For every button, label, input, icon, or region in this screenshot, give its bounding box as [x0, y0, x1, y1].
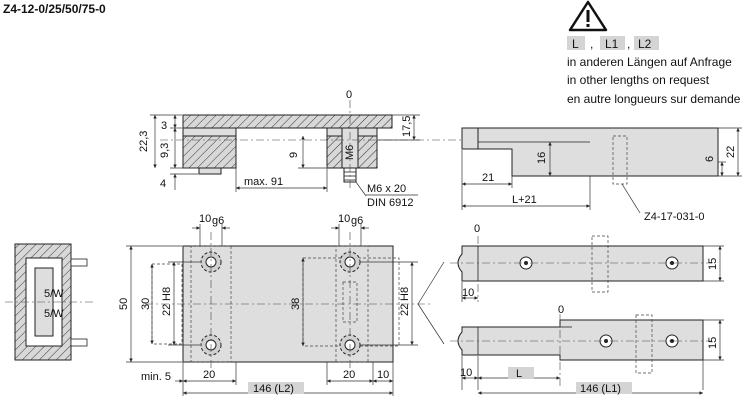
dim-22-right: 22	[399, 304, 411, 316]
dim-9: 9	[288, 152, 300, 158]
l1-box	[576, 382, 632, 394]
note-en: in other lengths on request	[567, 73, 710, 87]
dim-22: 22	[725, 146, 737, 158]
warning-note: L , L1 , L2 in anderen Längen auf Anfrag…	[567, 0, 741, 106]
left-block-top	[182, 127, 237, 137]
dim-38: 38	[290, 298, 302, 310]
end-mark-2: 5/W	[44, 308, 64, 320]
side-view: 16 21 L+21 6 22 Z4-17-031-0	[461, 127, 742, 223]
screw-spec: M6 x 20	[367, 183, 406, 195]
dim-min-5: min. 5	[141, 371, 171, 383]
fit-g6-left: g6	[212, 215, 224, 227]
tag-l1-box	[600, 36, 625, 50]
section-view: M6 3 22,3 9,3 4 9 17,5 0 max. 91	[138, 89, 720, 209]
dim-22-left: 22	[161, 304, 173, 316]
l2-box	[248, 382, 304, 394]
side-hidden-slot	[612, 135, 628, 185]
bar-bottom: 0 10 L 146 (L1) 15	[450, 304, 724, 395]
dim-146-l2: 146 (L2)	[253, 383, 294, 395]
bar-bottom-zero: 0	[558, 304, 564, 316]
side-profile	[461, 127, 719, 177]
note-de: in anderen Längen auf Anfrage	[567, 55, 732, 69]
tag-l: L	[572, 37, 579, 51]
ref-z4-17-031-0: Z4-17-031-0	[644, 211, 705, 223]
dim-10-left: 10	[199, 213, 211, 225]
dim-50: 50	[118, 298, 130, 310]
dim-30: 30	[140, 298, 152, 310]
bar-top-body	[457, 245, 704, 282]
dim-22-3: 22,3	[138, 131, 150, 152]
tag-separator-2: ,	[627, 37, 630, 51]
bar-top: 0 10 15	[450, 223, 724, 302]
l-box	[508, 367, 534, 379]
dim-4: 4	[160, 178, 166, 190]
dim-17-5: 17,5	[401, 116, 413, 137]
dim-6: 6	[704, 156, 716, 162]
drawing-title: Z4-12-0/25/50/75-0	[3, 2, 106, 16]
side-tip	[461, 127, 479, 150]
left-end-view: 5/W 5/W	[5, 243, 95, 361]
plan-view: 10 g6 10 g6 50 30 22 H8 38 22 H8	[118, 213, 445, 396]
bar-top-dim-10: 10	[462, 287, 474, 299]
fit-h8-left: H8	[161, 287, 173, 301]
note-fr: en autre longueurs sur demande	[567, 92, 741, 106]
foot	[198, 167, 222, 175]
dim-10-right: 10	[338, 213, 350, 225]
dim-3: 3	[161, 120, 167, 132]
dim-10-bottom: 10	[377, 369, 389, 381]
tag-l-box	[567, 36, 585, 50]
tag-l1: L1	[605, 37, 619, 51]
dim-l-plus-21: L+21	[512, 194, 537, 206]
dim-20-right: 20	[343, 369, 355, 381]
bar-top-zero: 0	[474, 223, 480, 235]
dim-max-91: max. 91	[244, 176, 283, 188]
warning-triangle-icon	[568, 0, 608, 32]
dim-20-left: 20	[203, 369, 215, 381]
tag-separator-1: ,	[590, 37, 593, 51]
dim-16: 16	[536, 152, 548, 164]
dim-9-3: 9,3	[159, 143, 171, 158]
dim-21: 21	[482, 172, 494, 184]
bar-bottom-body	[457, 319, 704, 361]
fit-g6-right: g6	[351, 215, 363, 227]
bar-bottom-dim-10: 10	[460, 367, 472, 379]
dim-146-l1: 146 (L1)	[580, 383, 621, 395]
dim-zero-top: 0	[346, 89, 352, 101]
bar-bottom-dim-l: L	[516, 368, 522, 380]
top-plate	[182, 114, 393, 129]
bar-bottom-dim-15: 15	[707, 337, 719, 349]
fit-h8-right: H8	[399, 287, 411, 301]
tag-l2: L2	[638, 37, 652, 51]
screw-din: DIN 6912	[367, 197, 413, 209]
tag-l2-box	[634, 36, 659, 50]
end-mark-1: 5/W	[44, 288, 64, 300]
bar-top-dim-15: 15	[707, 258, 719, 270]
